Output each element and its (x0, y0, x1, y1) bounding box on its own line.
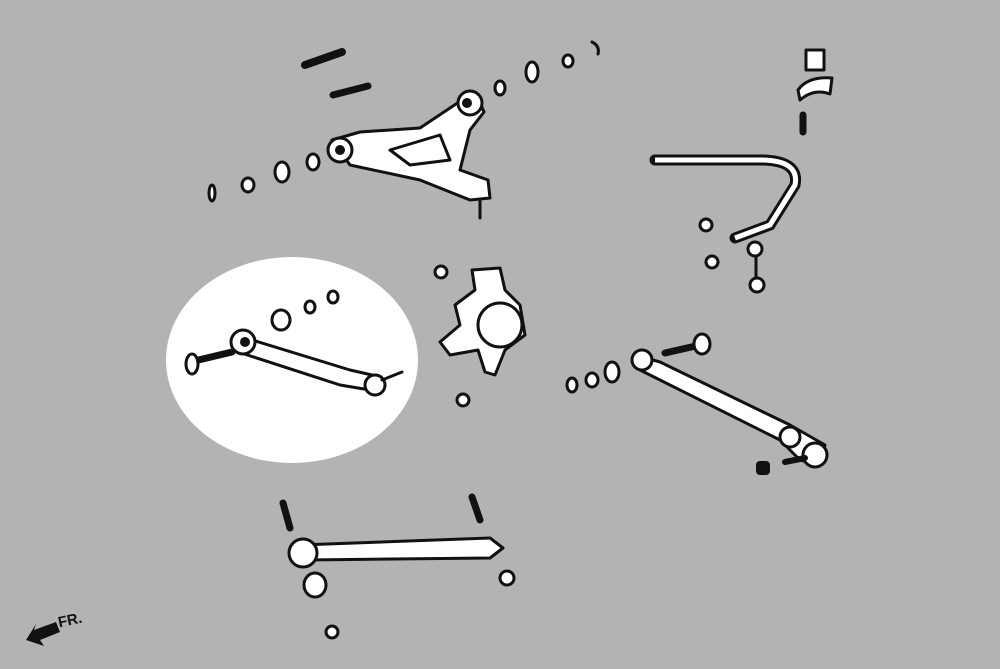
upper-arm-bolt (301, 48, 372, 99)
stabilizer-bushing-bracket (796, 48, 834, 136)
lower-control-arm-front[interactable] (565, 332, 829, 475)
upper-control-arm[interactable] (326, 89, 492, 220)
steering-knuckle[interactable] (433, 264, 527, 408)
upper-arm-washers (207, 40, 600, 203)
front-arrow-icon (26, 622, 60, 646)
lower-control-arm-rear[interactable] (184, 289, 404, 397)
stabilizer-link[interactable] (698, 217, 766, 294)
stabilizer-bar[interactable] (649, 154, 802, 244)
strut-rod[interactable] (279, 493, 516, 640)
